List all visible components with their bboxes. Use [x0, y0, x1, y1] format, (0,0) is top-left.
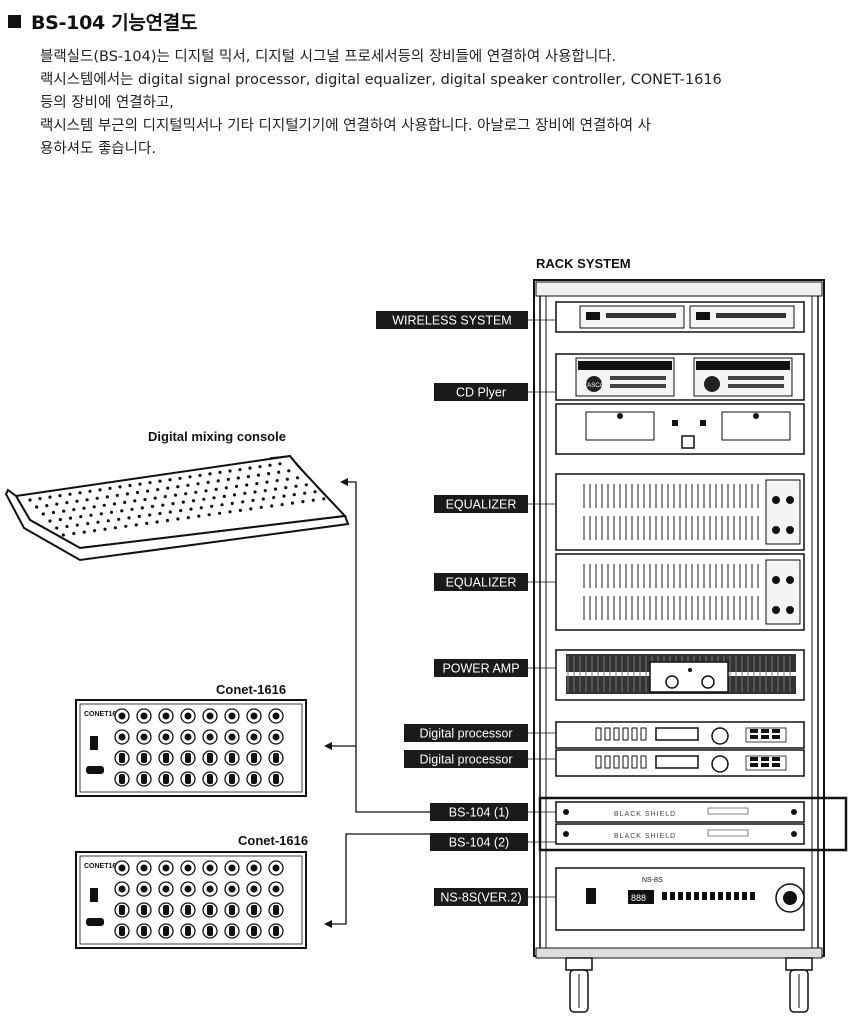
conet-label-1: Conet-1616: [216, 682, 286, 697]
page-title: BS-104 기능연결도: [8, 8, 197, 35]
device-bs104-1: BLACK SHIELD: [555, 801, 805, 823]
rack-label-wireless: WIRELESS SYSTEM: [376, 311, 556, 329]
bs104-brand-text: BLACK SHIELD: [614, 811, 676, 818]
device-cd-player: TASCAM: [555, 353, 805, 401]
rack-label-text: Digital processor: [419, 753, 512, 767]
description-line: 등의 장비에 연결하고,: [40, 95, 174, 111]
device-bs104-2: BLACK SHIELD: [555, 823, 805, 845]
ns8s-brand-text: NS-8S: [642, 877, 663, 884]
description-line: 랙시스템에서는 digital signal processor, digita…: [40, 72, 722, 88]
device-equalizer-1: [555, 473, 805, 551]
connection-bs104-2-to-conet-2: [324, 833, 430, 928]
rack-label-ns: NS-8S(VER.2): [434, 888, 556, 906]
console-label: Digital mixing console: [148, 429, 286, 444]
rack-label-text: BS-104 (1): [449, 806, 509, 820]
rack-label-text: EQUALIZER: [446, 498, 517, 512]
page-title-text: BS-104 기능연결도: [31, 12, 198, 34]
rack-label-text: WIRELESS SYSTEM: [392, 314, 511, 328]
connection-lines: [324, 478, 430, 928]
rack-wheel-left: [565, 957, 593, 1013]
bs104-brand-text: BLACK SHIELD: [614, 833, 676, 840]
rack-label-text: POWER AMP: [442, 662, 519, 676]
description-line: 용하셔도 좋습니다.: [40, 141, 156, 157]
digital-mixing-console: [4, 454, 350, 562]
rack-title: RACK SYSTEM: [536, 256, 631, 271]
bs104-highlight-box: [538, 796, 848, 852]
device-digital-processor-1: [555, 721, 805, 749]
conet-1616-unit-1: CONET1616: [75, 699, 307, 797]
rack-wheel-right: [785, 957, 813, 1013]
rack-label-text: CD Plyer: [456, 386, 506, 400]
rack-label-eq1: EQUALIZER: [434, 495, 556, 513]
rack-label-text: Digital processor: [419, 727, 512, 741]
conet-1616-unit-2: CONET1616: [75, 851, 307, 949]
rack-label-proc2: Digital processor: [404, 750, 556, 768]
device-ns8s: 888 NS-8S: [555, 867, 805, 931]
rack-label-text: NS-8S(VER.2): [440, 891, 521, 905]
device-digital-processor-2: [555, 749, 805, 777]
description-line: 랙시스템 부근의 디지털믹서나 기타 디지털기기에 연결하여 사용합니다. 아날…: [40, 118, 651, 134]
rack-label-proc1: Digital processor: [404, 724, 556, 742]
conet-panel-text: CONET1616: [84, 863, 124, 870]
rack-label-text: EQUALIZER: [446, 576, 517, 590]
connection-bs104-1-to-console: [340, 478, 430, 813]
rack-label-amp: POWER AMP: [434, 659, 556, 677]
ns8s-display-text: 888: [631, 893, 646, 903]
conet-label-2: Conet-1616: [238, 833, 308, 848]
rack-label-eq2: EQUALIZER: [434, 573, 556, 591]
description: 블랙실드(BS-104)는 디지털 믹서, 디지털 시그널 프로세서등의 장비들…: [40, 46, 820, 161]
device-aux-unit: [555, 403, 805, 455]
cd-brand-text: TASCAM: [584, 383, 609, 389]
device-power-amp: [555, 649, 805, 701]
rack-label-bs1: BS-104 (1): [430, 803, 556, 821]
bullet-square-icon: [8, 15, 21, 28]
device-equalizer-2: [555, 553, 805, 631]
rack-label-text: BS-104 (2): [449, 836, 509, 850]
rack-label-cd: CD Plyer: [434, 383, 556, 401]
rack-label-bs2: BS-104 (2): [430, 833, 556, 851]
conet-panel-text: CONET1616: [84, 711, 124, 718]
description-line: 블랙실드(BS-104)는 디지털 믹서, 디지털 시그널 프로세서등의 장비들…: [40, 49, 617, 65]
device-wireless-system: [555, 301, 805, 333]
